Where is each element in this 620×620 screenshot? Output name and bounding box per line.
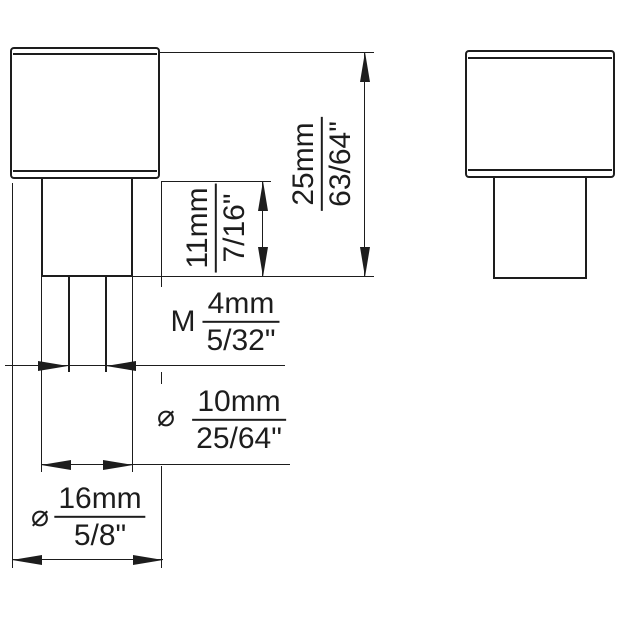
fraction-bar bbox=[192, 419, 286, 421]
metric-value: 10mm bbox=[197, 384, 281, 418]
extension-line bbox=[161, 466, 163, 568]
side-head-chamfer-bottom-line bbox=[468, 169, 612, 171]
thread-prefix: M bbox=[170, 305, 196, 338]
metric-value: 16mm bbox=[58, 481, 142, 515]
diameter-symbol: ⌀ bbox=[30, 499, 50, 534]
head-diameter-label: 16mm 5/8" bbox=[54, 481, 146, 552]
arrow-down-icon bbox=[360, 247, 370, 277]
shaft-height-dimension-line bbox=[262, 181, 264, 277]
arrow-down-icon bbox=[258, 247, 268, 277]
metric-value: 25mm bbox=[286, 122, 320, 206]
front-shaft-right-edge bbox=[131, 179, 133, 277]
side-head-outline bbox=[465, 50, 615, 178]
extension-line bbox=[162, 181, 271, 183]
imperial-value: 7/16" bbox=[218, 193, 251, 263]
front-thread-right-line bbox=[105, 277, 107, 372]
side-shaft-right-edge bbox=[585, 178, 587, 279]
imperial-value: 5/8" bbox=[73, 519, 127, 552]
shaft-diameter-dimension-line bbox=[41, 464, 290, 466]
shaft-height-label: 11mm 7/16" bbox=[180, 183, 251, 273]
metric-value: 4mm bbox=[207, 286, 275, 320]
arrow-up-icon bbox=[360, 52, 370, 82]
fraction-bar bbox=[321, 117, 323, 211]
imperial-value: 5/32" bbox=[206, 324, 276, 357]
imperial-value: 63/64" bbox=[324, 121, 357, 207]
front-head-chamfer-bottom-line bbox=[13, 170, 157, 172]
extension-line bbox=[161, 181, 163, 287]
arrow-left-icon bbox=[41, 460, 71, 470]
front-head-outline bbox=[10, 47, 160, 179]
arrow-right-icon bbox=[133, 555, 163, 565]
extension-line bbox=[161, 372, 163, 384]
head-diameter-dimension-line bbox=[12, 559, 163, 561]
front-thread-left-line bbox=[68, 277, 70, 372]
extension-line bbox=[12, 183, 14, 568]
arrow-up-icon bbox=[258, 181, 268, 211]
extension-line bbox=[160, 52, 374, 54]
side-shaft-left-edge bbox=[493, 178, 495, 279]
thread-label: 4mm 5/32" bbox=[202, 286, 280, 357]
front-shaft-bottom-edge bbox=[41, 275, 133, 277]
arrow-left-icon bbox=[12, 555, 42, 565]
metric-value: 11mm bbox=[180, 187, 214, 269]
overall-height-dimension-line bbox=[364, 52, 366, 277]
extension-line bbox=[132, 277, 134, 472]
overall-height-label: 25mm 63/64" bbox=[286, 117, 357, 211]
front-shaft-left-edge bbox=[41, 179, 43, 277]
fraction-bar bbox=[202, 321, 280, 323]
fraction-bar bbox=[54, 516, 146, 518]
fraction-bar bbox=[215, 183, 217, 273]
imperial-value: 25/64" bbox=[196, 422, 282, 455]
shaft-diameter-label: 10mm 25/64" bbox=[192, 384, 286, 455]
arrow-right-icon bbox=[38, 361, 68, 371]
side-shaft-bottom-edge bbox=[493, 277, 587, 279]
thread-dimension-line bbox=[5, 365, 285, 367]
arrow-left-icon bbox=[106, 361, 136, 371]
diameter-symbol: ⌀ bbox=[156, 399, 176, 434]
extension-line bbox=[133, 276, 374, 278]
side-head-chamfer-top-line bbox=[468, 57, 612, 59]
front-head-chamfer-top-line bbox=[13, 53, 157, 55]
extension-line bbox=[41, 277, 43, 472]
arrow-right-icon bbox=[103, 460, 133, 470]
